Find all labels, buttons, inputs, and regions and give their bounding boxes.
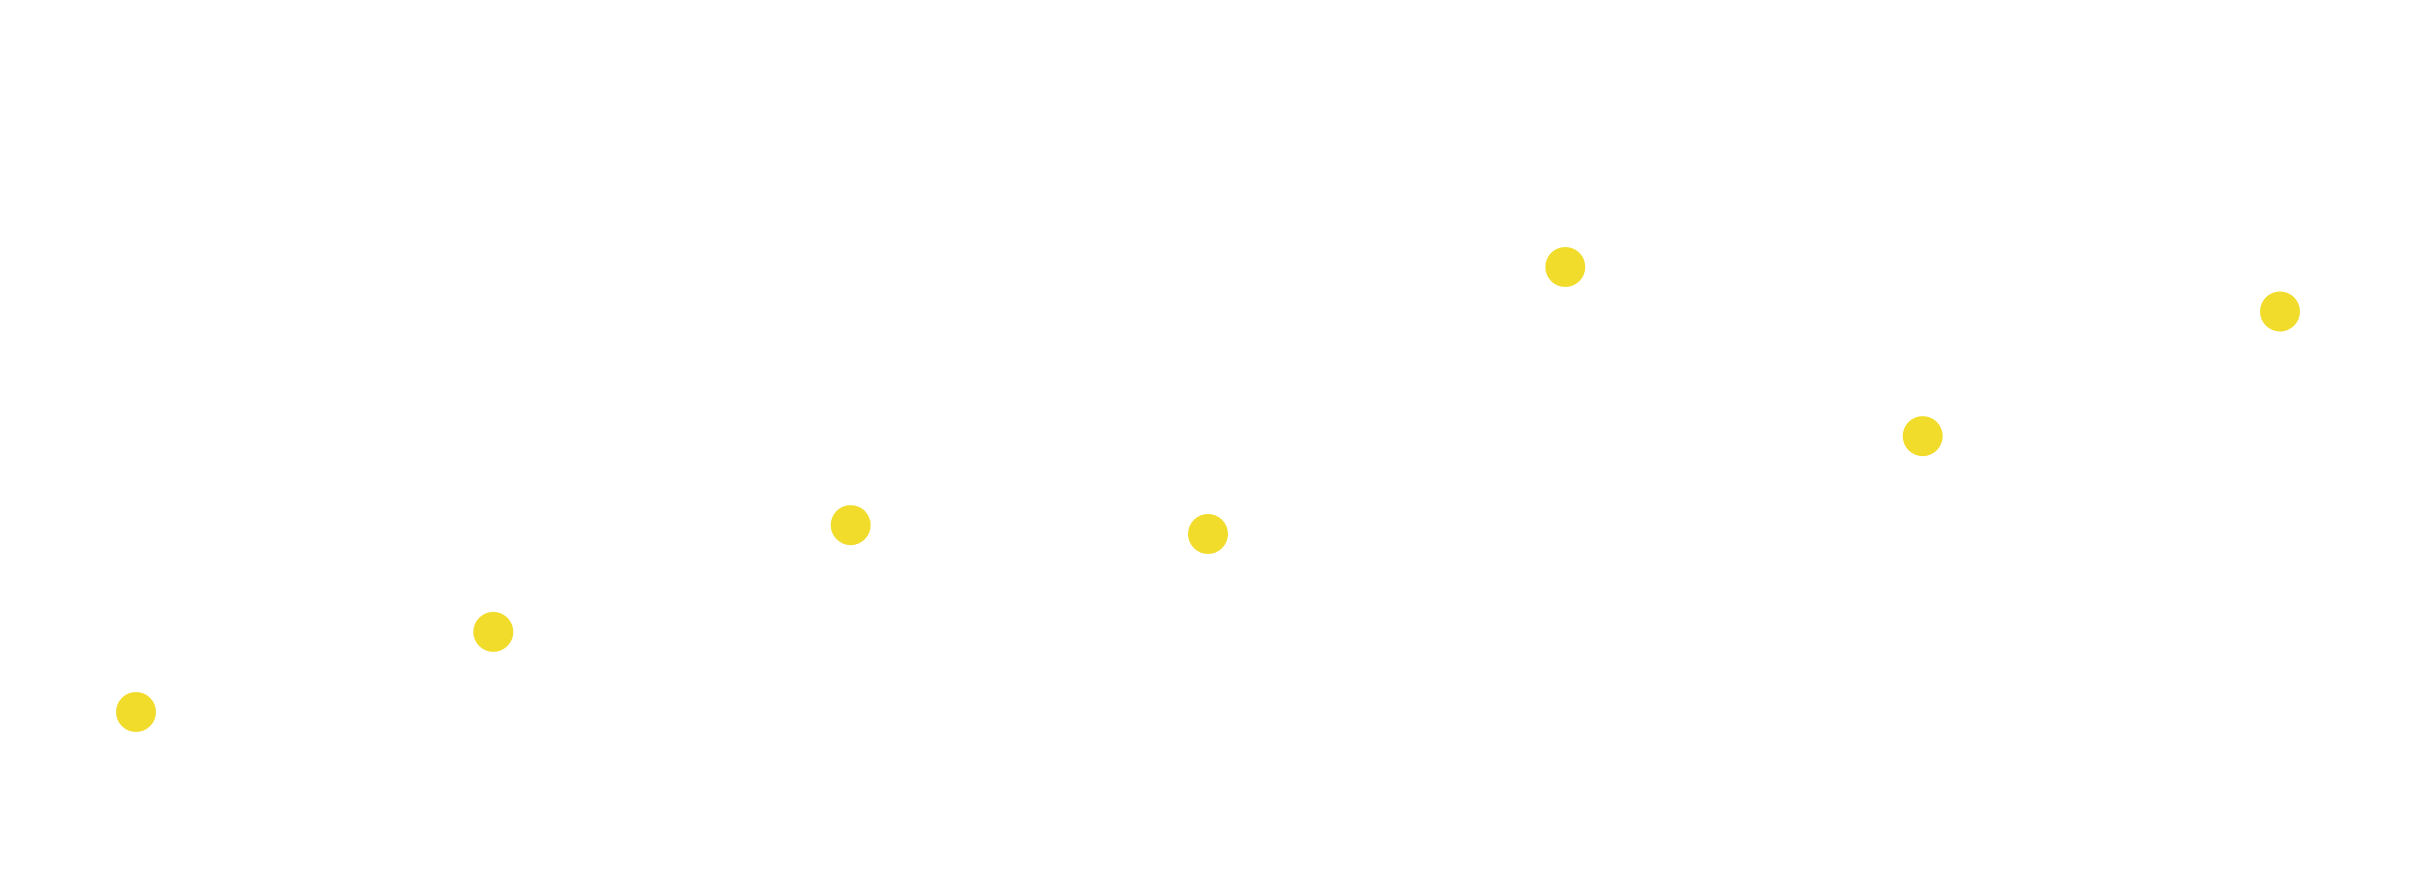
data-point-1 xyxy=(116,692,156,732)
data-point-5 xyxy=(1545,247,1586,287)
data-point-6 xyxy=(1902,416,1943,457)
data-point-2 xyxy=(473,611,514,652)
data-points xyxy=(116,247,2300,732)
data-point-4 xyxy=(1188,514,1228,554)
data-point-3 xyxy=(830,505,871,546)
data-point-7 xyxy=(2260,291,2300,332)
